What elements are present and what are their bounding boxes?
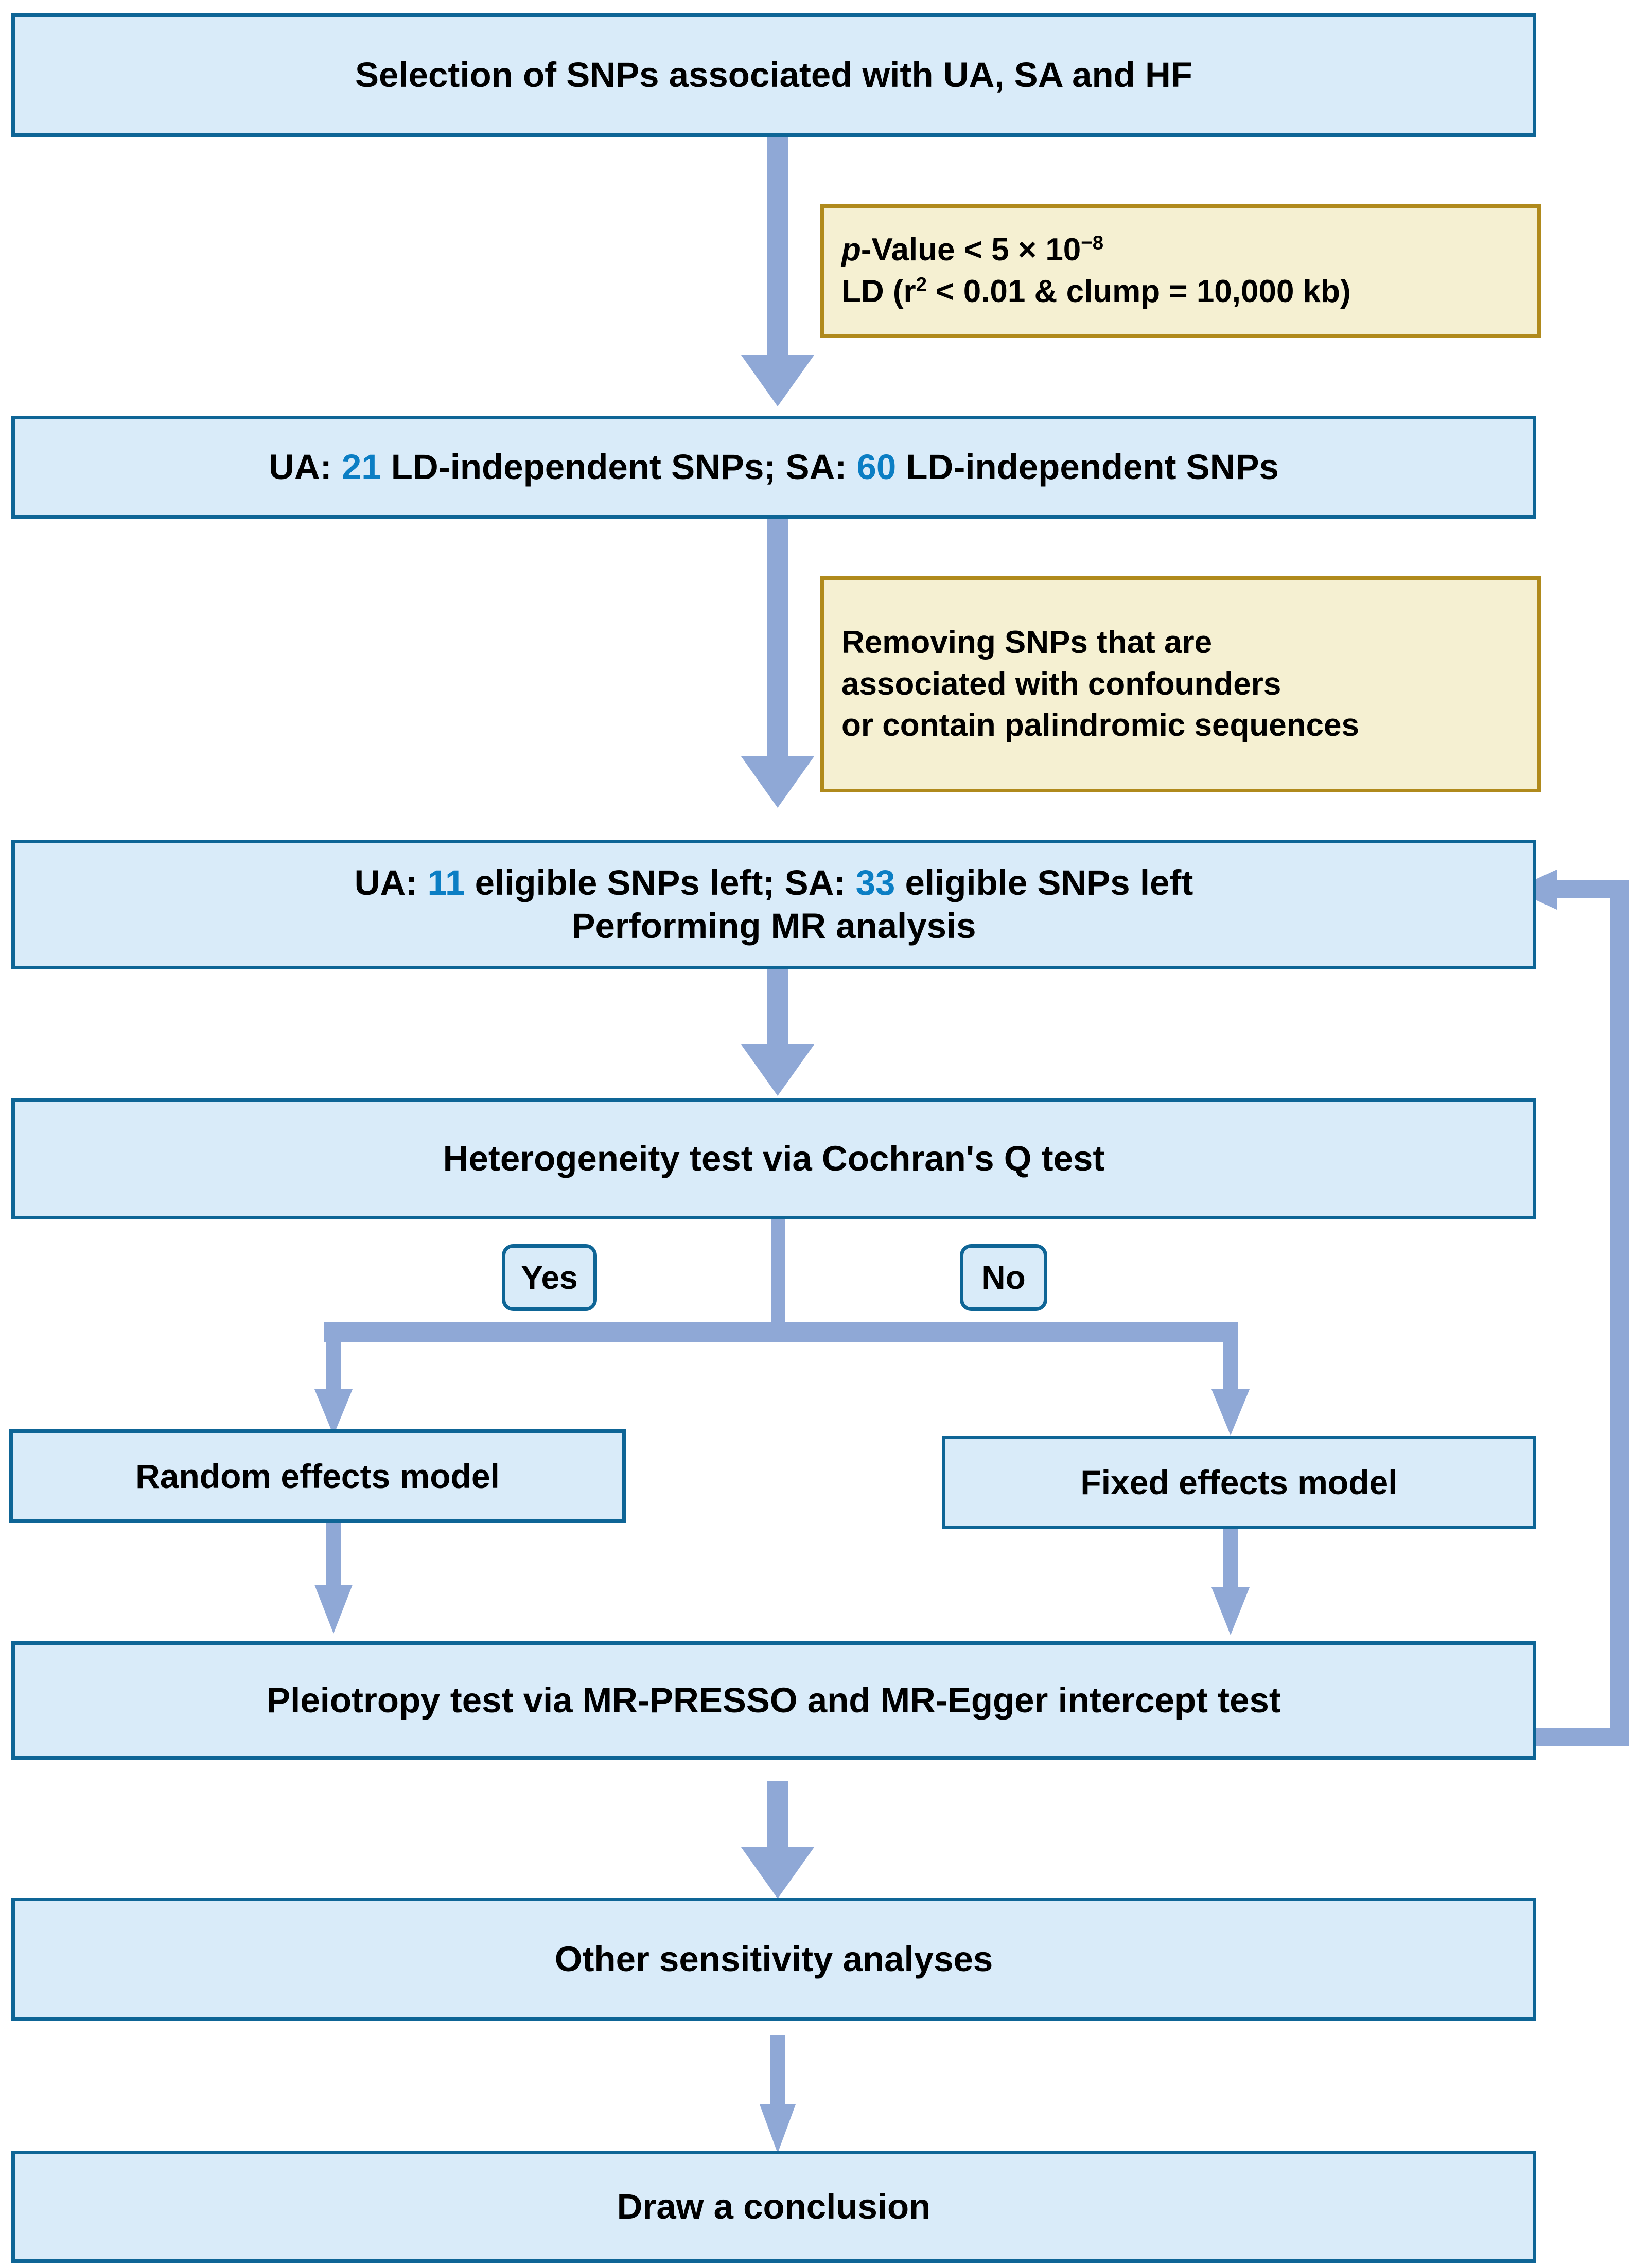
node-random-effects-model[interactable]: Random effects model — [9, 1429, 626, 1523]
count-sa-eligible: 33 — [855, 862, 895, 902]
arrow-random-to-pleiotropy — [314, 1523, 353, 1634]
note-removing-line-3: or contain palindromic sequences — [841, 707, 1360, 743]
node-conclusion-label: Draw a conclusion — [617, 2186, 931, 2226]
arrow-eligible-to-heterogeneity — [741, 967, 814, 1096]
count-ua-ld: 21 — [341, 447, 381, 487]
node-ld-independent-label: UA: 21 LD-independent SNPs; SA: 60 LD-in… — [269, 447, 1279, 487]
branch-label-no[interactable]: No — [960, 1244, 1047, 1311]
branch-label-no-text: No — [981, 1259, 1026, 1296]
note-criteria-line-1: p-Value < 5 × 10−8 — [841, 232, 1104, 268]
note-removing-line-2: associated with confounders — [841, 666, 1281, 702]
node-fixed-effects-model[interactable]: Fixed effects model — [942, 1436, 1536, 1529]
node-eligible-line-2: Performing MR analysis — [571, 906, 976, 946]
node-eligible-snps-mr-analysis[interactable]: UA: 11 eligible SNPs left; SA: 33 eligib… — [11, 840, 1536, 969]
arrow-fixed-to-pleiotropy — [1211, 1528, 1250, 1635]
node-pleiotropy-test[interactable]: Pleiotropy test via MR-PRESSO and MR-Egg… — [11, 1641, 1536, 1760]
node-ld-independent-snps[interactable]: UA: 21 LD-independent SNPs; SA: 60 LD-in… — [11, 416, 1536, 519]
arrow-ld-to-eligible — [741, 517, 814, 808]
node-fixed-effects-label: Fixed effects model — [1080, 1463, 1398, 1501]
node-selection-label: Selection of SNPs associated with UA, SA… — [355, 55, 1192, 95]
branch-split-connector — [314, 1219, 1250, 1436]
node-draw-a-conclusion[interactable]: Draw a conclusion — [11, 2151, 1536, 2263]
note-removing-snps: Removing SNPs that are associated with c… — [820, 576, 1541, 792]
note-removing-line-1: Removing SNPs that are — [841, 625, 1213, 661]
note-selection-criteria: p-Value < 5 × 10−8 LD (r2 < 0.01 & clump… — [820, 204, 1541, 338]
node-other-sensitivity-analyses[interactable]: Other sensitivity analyses — [11, 1898, 1536, 2021]
node-heterogeneity-test[interactable]: Heterogeneity test via Cochran's Q test — [11, 1098, 1536, 1219]
count-sa-ld: 60 — [856, 447, 897, 487]
node-eligible-line-1: UA: 11 eligible SNPs left; SA: 33 eligib… — [354, 862, 1193, 902]
count-ua-eligible: 11 — [427, 862, 465, 902]
node-heterogeneity-label: Heterogeneity test via Cochran's Q test — [443, 1139, 1105, 1179]
arrow-pleiotropy-to-sensitivity — [741, 1781, 814, 1899]
note-criteria-line-2: LD (r2 < 0.01 & clump = 10,000 kb) — [841, 273, 1351, 309]
arrow-sensitivity-to-conclusion — [760, 2035, 796, 2153]
node-random-effects-label: Random effects model — [135, 1457, 500, 1495]
node-sensitivity-label: Other sensitivity analyses — [554, 1939, 993, 1979]
branch-label-yes-text: Yes — [521, 1259, 578, 1296]
branch-label-yes[interactable]: Yes — [502, 1244, 597, 1311]
arrow-selection-to-ld — [741, 131, 814, 406]
arrow-feedback-pleiotropy-to-eligible — [1513, 870, 1629, 1746]
node-pleiotropy-label: Pleiotropy test via MR-PRESSO and MR-Egg… — [267, 1680, 1281, 1720]
node-selection-of-snps[interactable]: Selection of SNPs associated with UA, SA… — [11, 13, 1536, 137]
